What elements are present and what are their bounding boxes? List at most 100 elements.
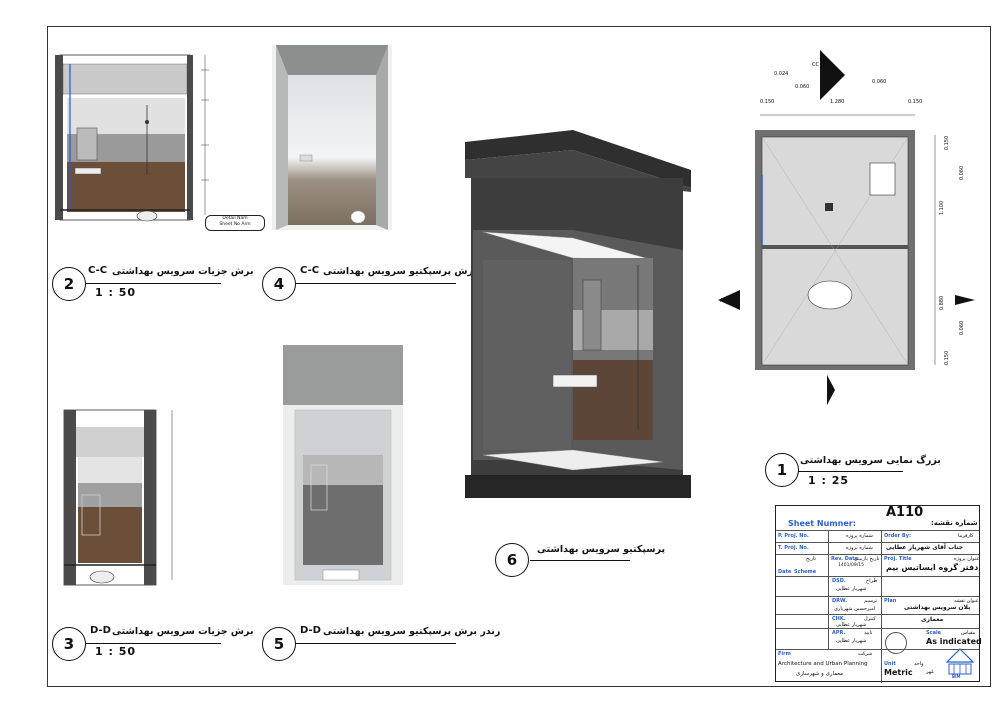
callout-line2: Sheet No Arm bbox=[219, 222, 251, 227]
dim-right-1: 0.150 bbox=[944, 135, 951, 151]
view-title-2: برش جزیات سرویس بهداشتی bbox=[112, 266, 254, 277]
unit-value: Metric bbox=[884, 668, 913, 677]
detail-callout: Detail Nam Sheet No Arm bbox=[205, 215, 265, 231]
firm-name-en: Architecture and Urban Planning bbox=[778, 661, 868, 667]
dim-top-5: 1.280 bbox=[830, 99, 845, 105]
apr-name: شهریار عطایی bbox=[836, 638, 867, 644]
chk-label: CHK. bbox=[832, 616, 846, 622]
stamp-label-fa: مُهر bbox=[926, 669, 934, 675]
scheme-label: Scheme bbox=[794, 569, 817, 575]
dim-top-2: 0.060 bbox=[872, 79, 887, 85]
view-number-4: 4 bbox=[262, 267, 296, 301]
scale-value: As indicated bbox=[926, 637, 982, 646]
title-underline-4 bbox=[296, 283, 456, 284]
plan-label-fa: عنوان نقشه bbox=[954, 598, 979, 604]
chk-name: شهریار عطایی bbox=[836, 622, 867, 628]
rev-date-label: Rev. Date bbox=[831, 556, 859, 562]
section-cc-drawing bbox=[55, 54, 209, 222]
scale-label: Scale bbox=[926, 630, 942, 636]
p-proj-no-label-fa: شماره پروژه bbox=[846, 533, 873, 539]
chk-label-fa: کنترل bbox=[864, 616, 876, 622]
drw-label: DRW. bbox=[832, 598, 848, 604]
view-scale-3: 1 : 50 bbox=[95, 645, 137, 658]
plan-enlarged-drawing bbox=[718, 50, 975, 405]
title-underline-1 bbox=[798, 471, 903, 472]
dsd-label: DSD. bbox=[832, 578, 846, 584]
unit-label: Unit bbox=[884, 661, 896, 667]
view-title-3: برش جزیات سرویس بهداشتی bbox=[112, 626, 254, 637]
proj-title-label-fa: عنوان پروژه bbox=[954, 556, 980, 562]
dsd-label-fa: طراح bbox=[866, 578, 878, 584]
t-proj-no-label-fa: شماره پروژه bbox=[846, 545, 873, 551]
title-underline-6 bbox=[530, 560, 630, 561]
dim-top-6: 0.150 bbox=[908, 99, 923, 105]
firm-label-fa: شرکت bbox=[858, 651, 873, 657]
stamp-logo bbox=[885, 632, 907, 654]
view-code-2: C-C bbox=[88, 265, 108, 276]
client-name: جناب آقای شهریار عطایی bbox=[886, 544, 964, 551]
dim-right-2: 0.060 bbox=[959, 165, 966, 181]
view-number-2: 2 bbox=[52, 267, 86, 301]
view-title-1: بزرگ نمایی سرویس بهداشتی bbox=[800, 455, 941, 466]
dim-right-3: 1.100 bbox=[939, 200, 946, 216]
p-proj-no-label: P. Proj. No. bbox=[778, 533, 809, 539]
drw-name: امیرحسین شهریاری bbox=[834, 606, 876, 612]
apr-label: APR. bbox=[832, 630, 846, 636]
proj-title-label: Proj. Title bbox=[884, 556, 912, 562]
view-number-5: 5 bbox=[262, 627, 296, 661]
office-name: دفتر گروه ایساتیس بیم bbox=[886, 563, 979, 572]
title-underline-5 bbox=[296, 643, 456, 644]
dsd-name: شهریار عطایی bbox=[836, 586, 867, 592]
plan-title: پلان سرویس بهداشتی bbox=[904, 604, 971, 611]
title-underline-2 bbox=[86, 283, 221, 284]
sheet-number-label: Sheet Numner: bbox=[788, 519, 856, 528]
section-dd-drawing bbox=[63, 409, 173, 586]
view-number-1: 1 bbox=[765, 453, 799, 487]
rev-date-label-fa: تاریخ بازبینی bbox=[854, 556, 880, 562]
order-by-label: Order By: bbox=[884, 533, 911, 539]
dim-right-4: 0.880 bbox=[939, 295, 946, 311]
dim-top-1: 0.024 bbox=[774, 71, 789, 77]
perspective-render bbox=[465, 130, 691, 498]
title-block: Sheet Numner: شماره نقشه: A110 P. Proj. … bbox=[775, 505, 982, 683]
render-dd-image bbox=[283, 345, 403, 585]
rev-date-value: 1401/09/15 bbox=[838, 563, 864, 568]
company-logo-text: BIM bbox=[952, 674, 961, 679]
render-cc-image bbox=[272, 45, 392, 230]
discipline: معماری bbox=[921, 616, 944, 623]
view-title-6: پرسپکتیو سرویس بهداشتی bbox=[537, 544, 666, 555]
sheet-border bbox=[47, 26, 991, 687]
date-label: Date bbox=[778, 569, 792, 575]
firm-label: Firm bbox=[778, 651, 791, 657]
title-underline-3 bbox=[86, 643, 221, 644]
view-number-6: 6 bbox=[495, 543, 529, 577]
view-number-3: 3 bbox=[52, 627, 86, 661]
view-code-4: C-C bbox=[300, 265, 320, 276]
unit-label-fa: واحد bbox=[914, 661, 924, 667]
firm-name-fa: معماری و شهرسازی bbox=[796, 671, 843, 677]
dim-top-3: 0.060 bbox=[795, 84, 810, 90]
view-scale-2: 1 : 50 bbox=[95, 286, 137, 299]
drw-label-fa: ترسیم bbox=[864, 598, 878, 604]
scale-label-fa: مقیاس bbox=[961, 630, 976, 636]
sheet-number-label-fa: شماره نقشه: bbox=[931, 519, 978, 527]
view-title-4: رندر برش پرسپکتیو سرویس بهداشتی bbox=[323, 266, 501, 277]
section-tag-side: AHD bbox=[720, 298, 732, 304]
view-code-5: D-D bbox=[300, 625, 321, 636]
plan-label: Plan bbox=[884, 598, 897, 604]
apr-label-fa: تایید bbox=[864, 630, 873, 636]
view-code-3: D-D bbox=[90, 625, 111, 636]
view-scale-1: 1 : 25 bbox=[808, 474, 850, 487]
t-proj-no-label: T. Proj. No. bbox=[778, 545, 809, 551]
section-tag-top: CC bbox=[812, 62, 819, 68]
order-by-label-fa: کارفرما bbox=[958, 533, 974, 539]
date-label-fa: تاریخ bbox=[806, 556, 816, 562]
company-logo bbox=[946, 648, 974, 675]
dim-top-4: 0.150 bbox=[760, 99, 775, 105]
sheet-number: A110 bbox=[886, 505, 924, 520]
dim-right-5: 0.060 bbox=[959, 320, 966, 336]
callout-line1: Detail Nam bbox=[222, 216, 248, 221]
dim-right-6: 0.150 bbox=[944, 350, 951, 366]
view-title-5: رندر برش پرسپکتیو سرویس بهداشتی bbox=[323, 626, 501, 637]
